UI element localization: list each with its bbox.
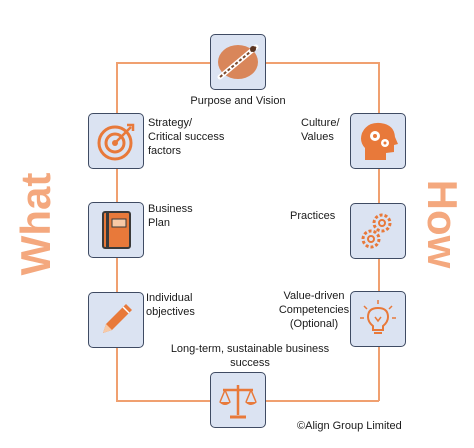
scales-icon [219,385,257,419]
individual-label: Individual objectives [146,291,195,319]
pencil-icon [103,304,132,333]
individual-box [88,292,144,348]
competencies-label-line2: Competencies [278,304,350,316]
competencies-label: Value-driven Competencies (Optional) [268,289,360,331]
competencies-label-line1: Value-driven [283,290,345,302]
lightbulb-icon [360,300,396,334]
long-term-label: Long-term, sustainable business success [150,342,350,370]
individual-label-line1: Individual [146,292,193,304]
culture-label-line2: Values [301,131,334,143]
culture-box [350,113,406,169]
competencies-label-line3: (Optional) [289,318,339,330]
what-label: What [12,172,59,276]
practices-label: Practices [290,210,336,222]
copyright-text: ©Align Group Limited [297,420,402,432]
long-term-label-line2: success [230,357,270,369]
business-plan-label: Business Plan [148,202,193,230]
long-term-label-line1: Long-term, sustainable business [170,343,330,355]
strategy-label-line3: factors [148,145,182,157]
book-icon [102,211,131,249]
practices-box [350,203,406,259]
purpose-box [210,34,266,90]
business-plan-label-line2: Plan [148,217,171,229]
dart-sign-icon [217,44,259,80]
competencies-box [350,291,406,347]
purpose-label: Purpose and Vision [190,95,286,107]
head-gears-icon [361,122,398,160]
strategy-label-line2: Critical success [148,131,225,143]
strategy-label-line1: Strategy/ [148,117,193,129]
long-term-box [210,372,266,428]
culture-label: Culture/ Values [301,116,340,144]
gears-icon [361,213,392,249]
target-icon [97,123,135,161]
strategy-box [88,113,144,169]
individual-label-line2: objectives [146,306,195,318]
culture-label-line1: Culture/ [301,117,340,129]
strategy-label: Strategy/ Critical success factors [148,116,224,158]
business-plan-label-line1: Business [148,203,193,215]
how-label: How [419,179,466,269]
business-plan-box [88,202,144,258]
